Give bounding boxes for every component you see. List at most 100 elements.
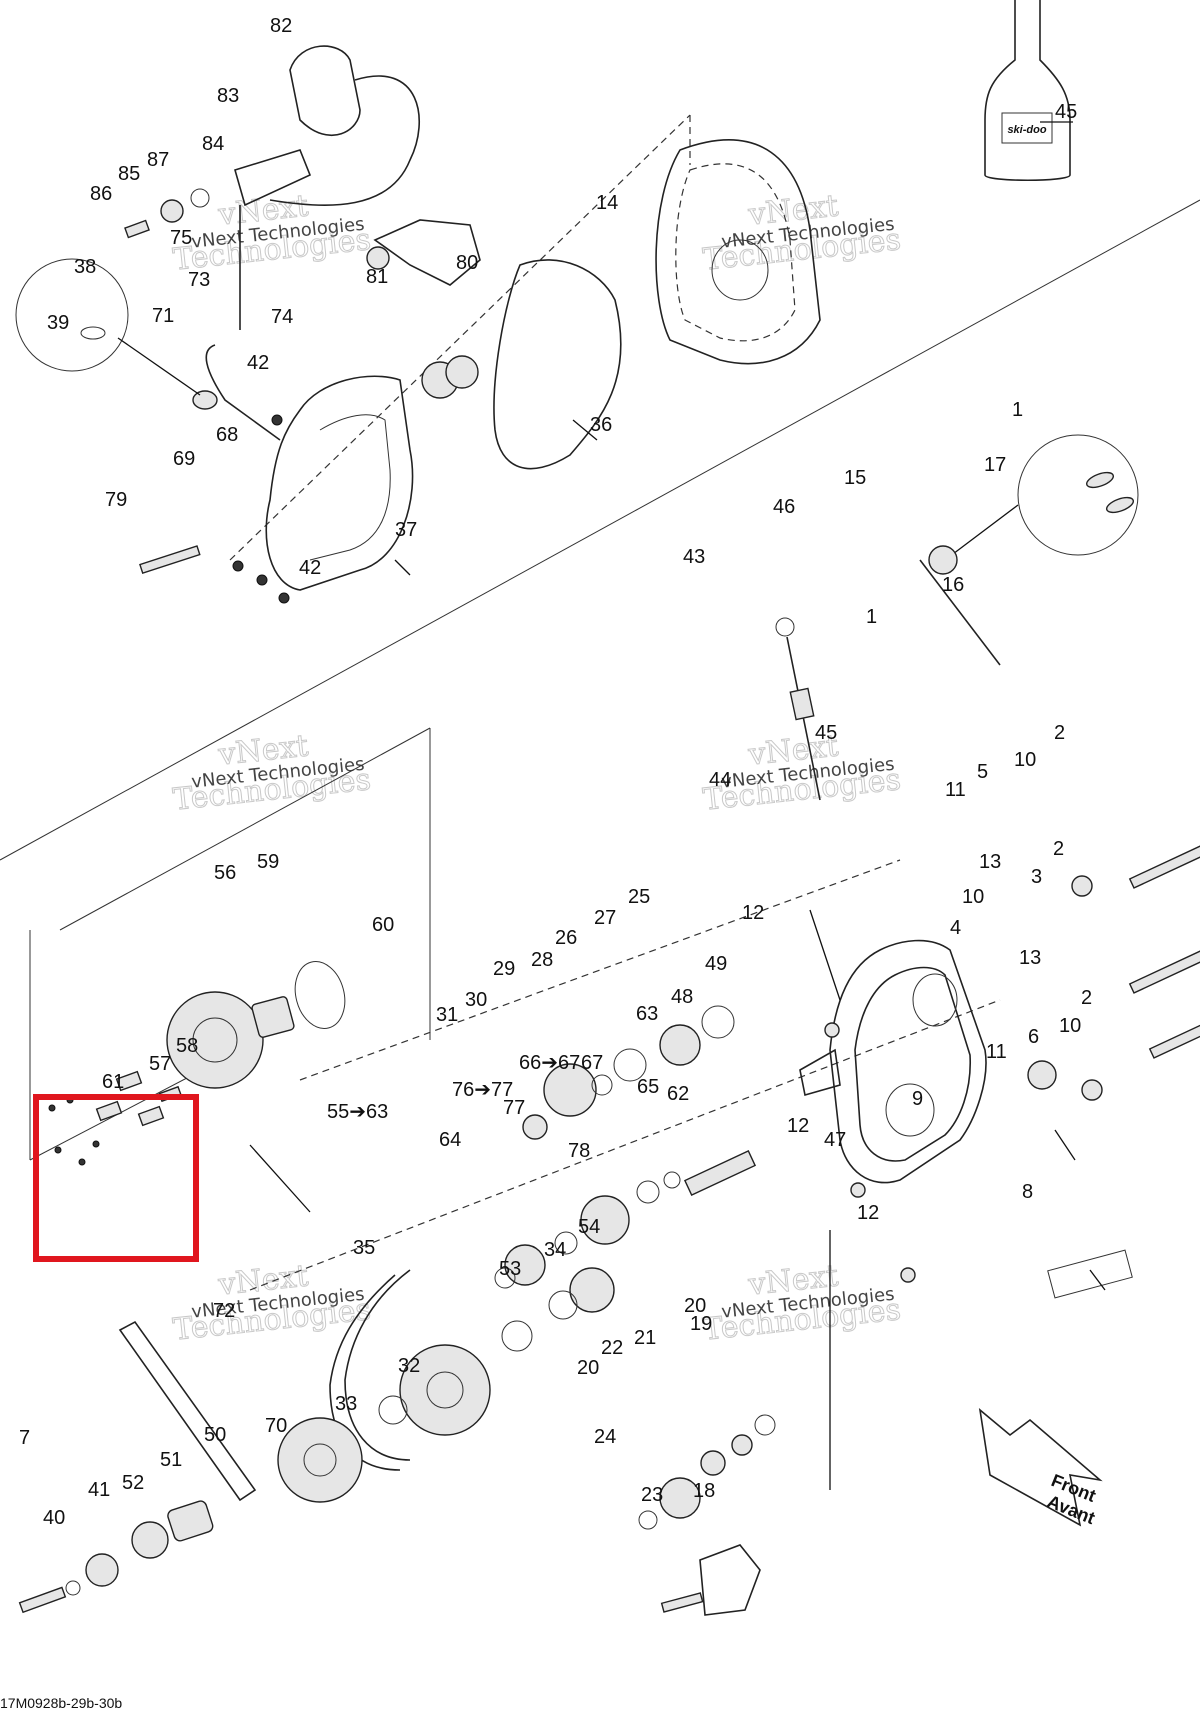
seal-25 — [701, 1005, 735, 1039]
callout-17: 68 — [216, 424, 238, 446]
brake-lever-assembly — [124, 45, 481, 441]
callout-57: 12 — [742, 902, 764, 924]
callout-0: 82 — [270, 15, 292, 37]
callout-50: 8 — [1022, 1181, 1033, 1203]
nut-81 — [366, 246, 390, 270]
callout-12: 14 — [596, 192, 618, 214]
callout-38: 10 — [962, 886, 984, 908]
circlip-26 — [613, 1048, 647, 1082]
callout-35: 11 — [945, 779, 966, 801]
callout-39: 2 — [1053, 838, 1064, 860]
callout-8: 74 — [271, 306, 293, 328]
detail-connector-38 — [117, 337, 201, 396]
callout-37: 3 — [1031, 866, 1042, 888]
nut-6 — [1081, 1079, 1103, 1101]
callout-16: 42 — [247, 352, 269, 374]
callout-2: 84 — [202, 133, 224, 155]
callout-91: 20 — [684, 1295, 706, 1317]
callout-48: 47 — [824, 1129, 846, 1151]
callout-83: 52 — [122, 1472, 144, 1494]
callout-94: 22 — [601, 1337, 623, 1359]
shift-fork-15 — [928, 545, 958, 575]
callout-51: 56 — [214, 862, 236, 884]
sprocket-large-hub — [426, 1371, 464, 1409]
ball-61-a — [48, 1104, 56, 1112]
spacer-19 — [731, 1434, 753, 1456]
washer-65 — [663, 1171, 681, 1189]
callout-44: 6 — [1028, 1026, 1039, 1048]
callout-46: 9 — [912, 1088, 923, 1110]
bearing-50 — [167, 1500, 214, 1542]
bearing-21 — [700, 1450, 726, 1476]
bolt-42-b — [232, 560, 244, 572]
pin-57-b — [137, 1105, 165, 1127]
callout-28: 16 — [942, 574, 964, 596]
brake-cable-71 — [205, 344, 281, 441]
callout-25: 15 — [844, 467, 866, 489]
callout-9: 71 — [152, 305, 174, 327]
ball-61-c — [54, 1146, 62, 1154]
leader-lines — [249, 121, 1106, 1291]
o-ring-36 — [493, 259, 622, 470]
callout-36: 13 — [979, 851, 1001, 873]
seal-ring-39 — [80, 326, 106, 340]
washer-53 — [501, 1320, 533, 1352]
sprocket-33-hub — [303, 1443, 337, 1477]
nut-12-a — [824, 1022, 840, 1038]
ball-61-d — [78, 1158, 86, 1166]
callout-81: 50 — [204, 1424, 226, 1446]
callout-77: 32 — [398, 1355, 420, 1377]
housing-9-inner — [854, 966, 971, 1162]
callout-7: 73 — [188, 269, 210, 291]
callout-68: 65 — [637, 1076, 659, 1098]
spring-51 — [131, 1521, 169, 1559]
leader-55 — [249, 1144, 311, 1213]
bolt-2-a — [1128, 844, 1200, 889]
callout-15: 39 — [47, 312, 69, 334]
housing-bore-upper — [912, 973, 958, 1027]
callout-89: 58 — [176, 1035, 198, 1057]
dipstick-ring — [775, 617, 795, 637]
callout-58: 49 — [705, 953, 727, 975]
callout-34: 10 — [1014, 749, 1036, 771]
callout-11: 80 — [456, 252, 478, 274]
watermark-mid-left: vNext Technologies vNext Technologies — [171, 728, 373, 818]
callout-30: 45 — [815, 722, 837, 744]
bushing-85 — [160, 199, 184, 223]
watermark-bottom-left: vNext Technologies vNext Technologies — [171, 1258, 373, 1348]
callout-31: 44 — [709, 769, 731, 791]
spring-17-a — [1085, 471, 1115, 489]
callout-3: 85 — [118, 163, 140, 185]
inset-frame-top — [59, 727, 431, 931]
callout-61: 28 — [531, 949, 553, 971]
callout-64: 63 — [636, 1003, 658, 1025]
callout-10: 81 — [366, 266, 388, 288]
bolt-40 — [18, 1586, 67, 1614]
callout-19: 79 — [105, 489, 127, 511]
detail-circle-seal — [15, 258, 201, 396]
callout-5: 86 — [90, 183, 112, 205]
washer-87 — [190, 188, 210, 208]
oil-bottle-outline — [984, 0, 1071, 182]
callout-97: 23 — [641, 1484, 663, 1506]
gear-55-hub — [192, 1017, 238, 1063]
roller-22 — [659, 1477, 701, 1519]
pin-a — [115, 1070, 143, 1092]
callout-24: 17 — [984, 454, 1006, 476]
nut-5 — [1071, 875, 1093, 897]
callout-98: 18 — [693, 1480, 715, 1502]
gear-55 — [166, 991, 264, 1089]
gear-train — [494, 1005, 757, 1352]
callout-32: 2 — [1054, 722, 1065, 744]
divider-line-upper — [0, 199, 1200, 861]
bolt-42-c — [256, 574, 268, 586]
shim-set-8 — [1047, 1249, 1133, 1299]
gear-67 — [580, 1195, 630, 1245]
watermark-top-right: vNext Technologies vNext Technologies — [701, 188, 903, 278]
callout-27: 43 — [683, 546, 705, 568]
sprocket-large — [399, 1344, 491, 1436]
callout-22: 42 — [299, 557, 321, 579]
callout-71: 78 — [568, 1140, 590, 1162]
washer-20-b — [638, 1510, 658, 1530]
bolt-79 — [139, 545, 201, 574]
